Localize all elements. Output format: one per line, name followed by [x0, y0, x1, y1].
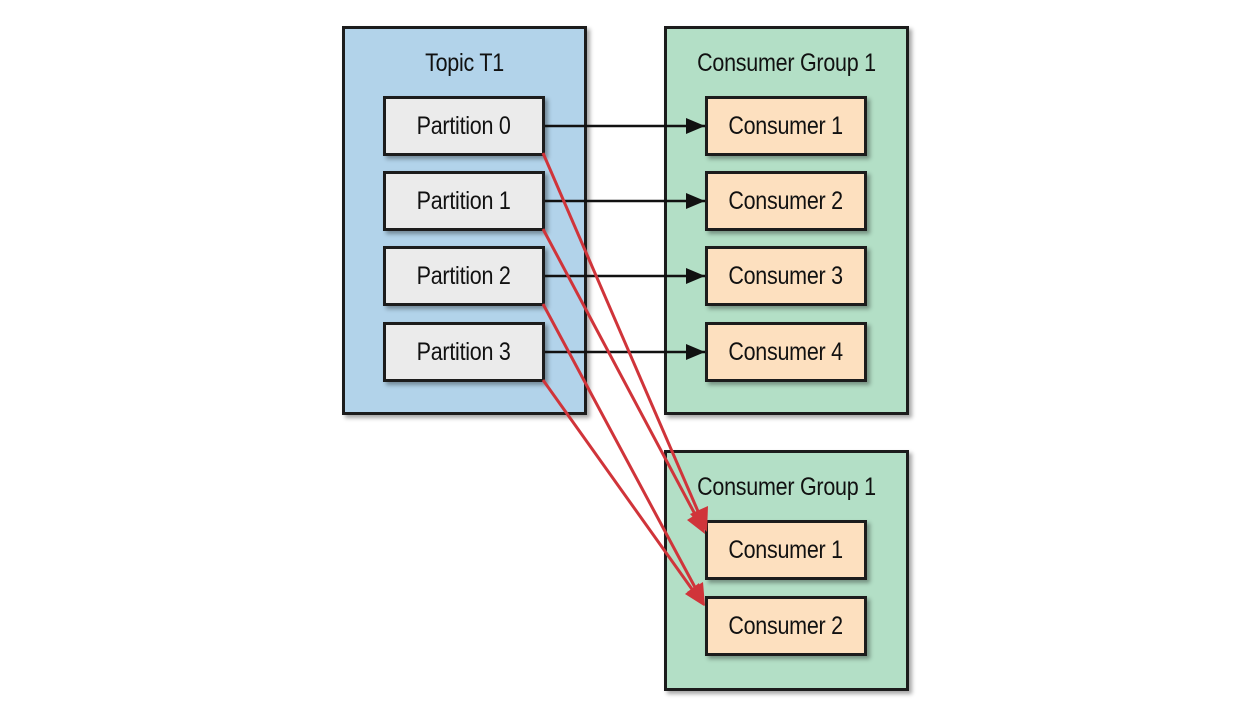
group-a-consumer-3-box: Consumer 3: [705, 246, 867, 306]
group-a-consumer-1-box: Consumer 1: [705, 96, 867, 156]
group-b-consumer-1-label: Consumer 1: [728, 535, 844, 564]
partition-1-label: Partition 1: [417, 186, 511, 215]
group-b-consumer-2-label: Consumer 2: [728, 611, 844, 640]
topic-title: Topic T1: [425, 49, 504, 77]
partition-2-box: Partition 2: [383, 246, 545, 306]
group-b-consumer-1-box: Consumer 1: [705, 520, 867, 580]
group-a-consumer-3-label: Consumer 3: [728, 261, 844, 290]
group-a-consumer-4-box: Consumer 4: [705, 322, 867, 382]
partition-3-box: Partition 3: [383, 322, 545, 382]
group-a-consumer-1-label: Consumer 1: [728, 111, 844, 140]
consumer-group-a-title: Consumer Group 1: [697, 49, 876, 77]
group-b-consumer-2-box: Consumer 2: [705, 596, 867, 656]
group-a-consumer-2-label: Consumer 2: [728, 186, 844, 215]
partition-0-box: Partition 0: [383, 96, 545, 156]
partition-0-label: Partition 0: [417, 111, 511, 140]
partition-3-label: Partition 3: [417, 337, 511, 366]
partition-2-label: Partition 2: [417, 261, 511, 290]
consumer-group-b-title: Consumer Group 1: [697, 473, 876, 501]
partition-1-box: Partition 1: [383, 171, 545, 231]
group-a-consumer-4-label: Consumer 4: [728, 337, 844, 366]
group-a-consumer-2-box: Consumer 2: [705, 171, 867, 231]
